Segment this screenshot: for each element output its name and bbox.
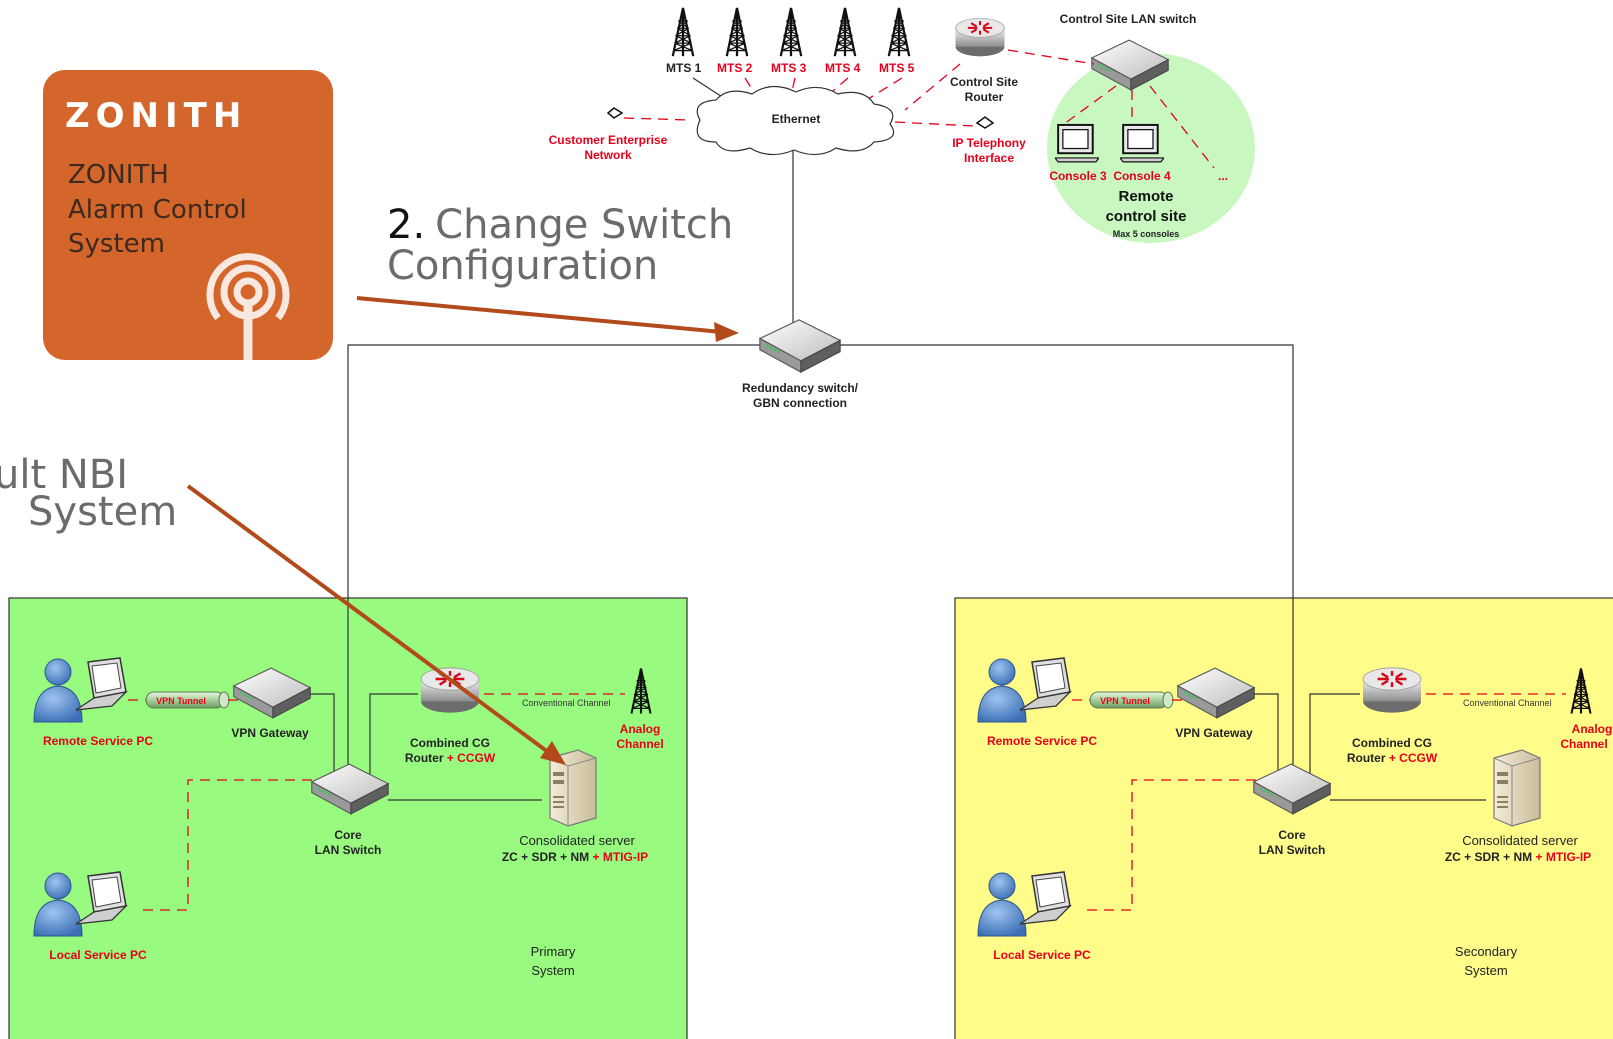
nbi-callout-line-2: System xyxy=(28,489,177,535)
primary-analog-label-2: Channel xyxy=(616,737,663,751)
primary-system-label-1: Primary xyxy=(531,944,576,959)
secondary-local-pc-label: Local Service PC xyxy=(993,948,1091,962)
primary-router-label-1: Combined CG xyxy=(410,736,490,750)
mts-2-label: MTS 2 xyxy=(717,61,753,75)
enterprise-label-2: Network xyxy=(584,148,632,162)
secondary-analog-label-1: Analog xyxy=(1572,722,1613,736)
antenna-icon xyxy=(887,6,911,58)
mts-3-label: MTS 3 xyxy=(771,61,807,75)
primary-server-label-2: ZC + SDR + NM + MTIG-IP xyxy=(502,850,648,864)
redundancy-label-1: Redundancy switch/ xyxy=(742,381,859,395)
redundancy-label-2: GBN connection xyxy=(753,396,847,410)
cloud-icon xyxy=(696,85,895,156)
secondary-server-label-2: ZC + SDR + NM + MTIG-IP xyxy=(1445,850,1591,864)
arrowhead-icon xyxy=(714,322,739,342)
zonith-logo: ZONITH ZONITH Alarm Control System xyxy=(43,70,333,360)
secondary-core-label-1: Core xyxy=(1278,828,1306,842)
switch-callout-line-2: Configuration xyxy=(387,243,658,289)
switch-icon xyxy=(759,319,841,373)
primary-vpn-tunnel-label: VPN Tunnel xyxy=(156,696,206,706)
primary-conv-channel-label: Conventional Channel xyxy=(522,698,611,708)
router-icon xyxy=(419,666,481,714)
router-icon xyxy=(1361,666,1423,714)
vpn-tunnel-icon xyxy=(145,691,230,709)
nbi-callout-line-1: ult NBI xyxy=(0,452,128,498)
logo-line-2: Alarm Control xyxy=(68,195,247,225)
mts-1-label: MTS 1 xyxy=(666,61,702,75)
secondary-analog-label-2: Channel xyxy=(1560,737,1607,751)
secondary-server-label-1: Consolidated server xyxy=(1462,833,1578,848)
antenna-icon xyxy=(779,6,803,58)
primary-server-label-1: Consolidated server xyxy=(519,833,635,848)
mts-antenna-row xyxy=(671,6,911,58)
primary-system-label-2: System xyxy=(531,963,574,978)
secondary-router-label-1: Combined CG xyxy=(1352,736,1432,750)
nbi-callout-arrow xyxy=(186,484,550,754)
logo-brand: ZONITH xyxy=(65,96,247,136)
primary-system: Remote Service PC VPN Tunnel VPN Gateway… xyxy=(33,657,664,978)
telephony-label-2: Interface xyxy=(964,151,1014,165)
secondary-router-label-2: Router + CCGW xyxy=(1347,751,1438,765)
control-router-label-1: Control Site xyxy=(950,75,1018,89)
primary-analog-label-1: Analog xyxy=(620,722,661,736)
enterprise-label-1: Customer Enterprise xyxy=(549,133,668,147)
antenna-icon xyxy=(725,6,749,58)
secondary-conv-channel-label: Conventional Channel xyxy=(1463,698,1552,708)
console-3-label: Console 3 xyxy=(1049,169,1107,183)
primary-vpn-gateway-label: VPN Gateway xyxy=(231,726,309,740)
secondary-system-label-1: Secondary xyxy=(1455,944,1518,959)
remote-site-note: Max 5 consoles xyxy=(1113,229,1180,239)
mts-5-label: MTS 5 xyxy=(879,61,915,75)
logo-line-1: ZONITH xyxy=(68,160,169,190)
secondary-remote-pc-label: Remote Service PC xyxy=(987,734,1097,748)
logo-line-3: System xyxy=(68,229,165,259)
lan-switch-label: Control Site LAN switch xyxy=(1060,12,1197,26)
secondary-system-label-2: System xyxy=(1464,963,1507,978)
secondary-vpn-gateway-label: VPN Gateway xyxy=(1175,726,1253,740)
switch-callout-arrow xyxy=(356,296,723,334)
arrowhead-icon xyxy=(540,741,566,765)
antenna-icon xyxy=(671,6,695,58)
small-node-icon xyxy=(975,116,995,129)
small-node-icon xyxy=(606,107,624,119)
primary-core-label-1: Core xyxy=(334,828,362,842)
remote-site-label-1: Remote xyxy=(1118,188,1173,205)
primary-core-label-2: LAN Switch xyxy=(315,843,382,857)
switch-callout-line-1: 2.Change Switch xyxy=(387,202,733,248)
server-icon xyxy=(1493,749,1541,827)
console-4-label: Console 4 xyxy=(1113,169,1171,183)
secondary-vpn-tunnel-label: VPN Tunnel xyxy=(1100,696,1150,706)
control-router-label-2: Router xyxy=(965,90,1004,104)
ethernet-label: Ethernet xyxy=(772,112,821,126)
antenna-icon xyxy=(833,6,857,58)
broadcast-icon xyxy=(206,253,290,360)
console-more-label: ... xyxy=(1218,169,1228,183)
secondary-system: Remote Service PC VPN Tunnel VPN Gateway… xyxy=(977,657,1613,978)
primary-router-label-2: Router + CCGW xyxy=(405,751,496,765)
primary-local-pc-label: Local Service PC xyxy=(49,948,147,962)
mts-4-label: MTS 4 xyxy=(825,61,861,75)
secondary-core-label-2: LAN Switch xyxy=(1259,843,1326,857)
telephony-label-1: IP Telephony xyxy=(952,136,1026,150)
router-icon xyxy=(954,17,1006,58)
primary-remote-pc-label: Remote Service PC xyxy=(43,734,153,748)
remote-site-label-2: control site xyxy=(1106,208,1187,225)
